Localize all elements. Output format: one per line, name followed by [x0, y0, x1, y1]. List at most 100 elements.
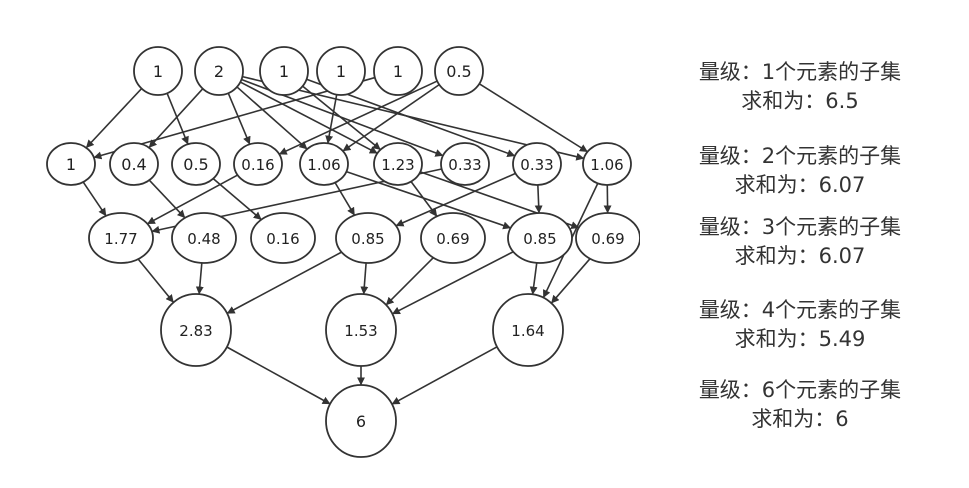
node-circle: [160, 293, 232, 367]
node-l1-1: 2: [194, 46, 244, 96]
node-l2-8: 1.06: [582, 142, 632, 186]
node-circle: [194, 46, 244, 96]
node-l1-0: 1: [133, 46, 183, 96]
node-l2-6: 0.33: [440, 142, 490, 186]
edge-l4-2-to-l6-0: [391, 346, 498, 405]
edge-l2-2-to-l3-2: [212, 178, 262, 221]
node-l2-2: 0.5: [171, 142, 221, 186]
node-circle: [434, 46, 484, 96]
edge-l3-3-to-l4-0: [226, 251, 342, 315]
edge-l1-0-to-l2-0: [85, 87, 143, 149]
edge-l1-0-to-l2-2: [166, 92, 189, 145]
edge-l3-5-to-l4-2: [529, 262, 538, 295]
level-4-caption-size: 量级：4个元素的子集: [698, 298, 902, 322]
level-6-caption-size: 量级：6个元素的子集: [698, 378, 902, 402]
node-value: 1: [66, 155, 76, 174]
node-circle: [492, 293, 564, 367]
node-l2-5: 1.23: [373, 142, 423, 186]
node-circle: [335, 212, 401, 264]
node-circle: [316, 46, 366, 96]
edge-l1-1-to-l2-4: [236, 86, 308, 150]
level-1-caption: 量级：1个元素的子集 求和为：6.5: [650, 58, 950, 116]
node-value: 0.85: [523, 230, 556, 248]
node-l3-1: 0.48: [171, 212, 237, 264]
node-l4-1: 1.53: [325, 293, 397, 367]
node-value: 0.69: [591, 230, 624, 248]
node-circle: [233, 142, 283, 186]
node-circle: [133, 46, 183, 96]
node-value: 0.16: [266, 230, 299, 248]
node-value: 1.77: [104, 230, 137, 248]
node-circle: [250, 212, 316, 264]
level-6-caption: 量级：6个元素的子集 求和为：6: [650, 376, 950, 434]
node-value: 0.16: [241, 156, 274, 174]
edge-l2-1-to-l3-1: [148, 179, 186, 219]
edge-l3-5-to-l4-1: [391, 251, 514, 315]
edge-l3-4-to-l4-1: [385, 257, 434, 306]
node-value: 1: [336, 62, 346, 81]
node-value: 1: [153, 62, 163, 81]
node-value: 0.4: [121, 155, 146, 174]
edge-l1-3-to-l2-4: [325, 94, 338, 144]
node-circle: [507, 212, 573, 264]
level-3-caption-sum: 求和为：6.07: [734, 244, 866, 268]
node-l3-2: 0.16: [250, 212, 316, 264]
level-1-caption-sum: 求和为：6.5: [741, 89, 859, 113]
level-2-caption: 量级：2个元素的子集 求和为：6.07: [650, 142, 950, 200]
node-circle: [171, 142, 221, 186]
node-value: 1: [279, 62, 289, 81]
edge-l1-5-to-l2-8: [478, 83, 588, 153]
edge-l2-3-to-l3-0: [146, 174, 238, 225]
node-circle: [325, 384, 397, 458]
node-l3-3: 0.85: [335, 212, 401, 264]
edge-l4-0-to-l6-0: [226, 346, 331, 405]
node-circle: [512, 142, 562, 186]
edge-l1-1-to-l2-5: [239, 81, 378, 154]
node-l1-2: 1: [259, 46, 309, 96]
edge-l2-7-to-l3-3: [395, 172, 516, 227]
edge-l1-1-to-l2-1: [148, 88, 204, 149]
level-2-caption-size: 量级：2个元素的子集: [698, 144, 902, 168]
edge-l2-5-to-l3-4: [410, 181, 438, 217]
level-3-caption-size: 量级：3个元素的子集: [698, 215, 902, 239]
level-4-caption: 量级：4个元素的子集 求和为：5.49: [650, 296, 950, 354]
node-value: 1.53: [344, 322, 377, 340]
node-l1-3: 1: [316, 46, 366, 96]
edge-l3-0-to-l4-0: [137, 258, 175, 303]
node-l3-5: 0.85: [507, 212, 573, 264]
node-circle: [109, 142, 159, 186]
node-l2-3: 0.16: [233, 142, 283, 186]
node-circle: [420, 212, 486, 264]
edge-l1-5-to-l2-4: [342, 83, 440, 152]
node-circle: [373, 46, 423, 96]
node-l3-0: 1.77: [88, 212, 154, 264]
node-l2-1: 0.4: [109, 142, 159, 186]
edge-l2-4-to-l3-5: [346, 170, 512, 230]
node-l6-0: 6: [325, 384, 397, 458]
edge-l3-6-to-l4-2: [550, 258, 591, 304]
node-circle: [575, 212, 640, 264]
node-value: 0.85: [351, 230, 384, 248]
node-value: 0.5: [446, 62, 471, 81]
edge-l1-2-to-l2-5: [302, 85, 381, 151]
node-value: 2.83: [179, 322, 212, 340]
edge-l2-0-to-l3-0: [82, 181, 107, 217]
node-l1-5: 0.5: [434, 46, 484, 96]
node-l2-4: 1.06: [299, 142, 349, 186]
node-circle: [88, 212, 154, 264]
node-l2-7: 0.33: [512, 142, 562, 186]
node-value: 6: [356, 412, 366, 431]
node-l3-6: 0.69: [575, 212, 640, 264]
level-2-caption-sum: 求和为：6.07: [734, 173, 866, 197]
node-circle: [440, 142, 490, 186]
node-value: 0.69: [436, 230, 469, 248]
node-l3-4: 0.69: [420, 212, 486, 264]
level-3-caption: 量级：3个元素的子集 求和为：6.07: [650, 213, 950, 271]
edge-l1-1-to-l2-3: [227, 92, 251, 145]
edge-l3-1-to-l4-0: [195, 262, 204, 295]
node-value: 1.06: [590, 156, 623, 174]
edge-l2-4-to-l3-3: [334, 182, 356, 216]
